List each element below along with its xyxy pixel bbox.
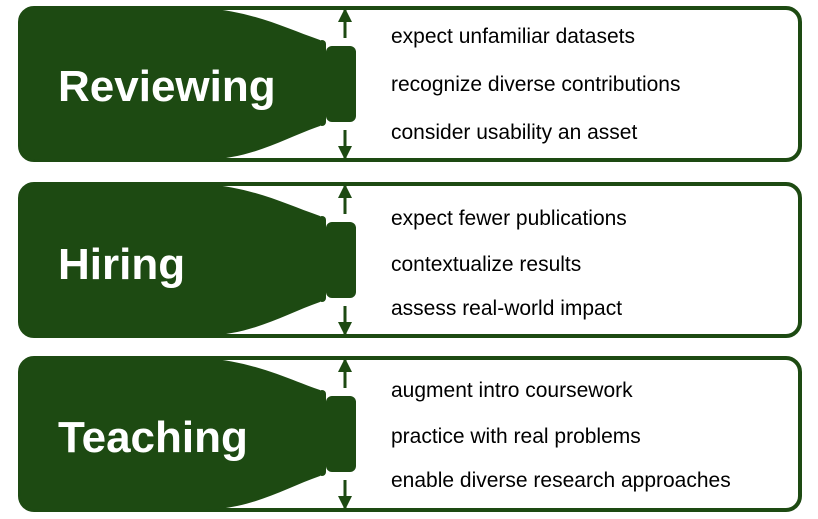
list-item: assess real-world impact — [391, 297, 623, 320]
panel-hiring: Hiring expect fewer publications context… — [0, 180, 818, 340]
list-item: contextualize results — [391, 253, 582, 276]
list-item: practice with real problems — [391, 425, 641, 448]
panel-title: Teaching — [58, 413, 248, 462]
panel-title: Hiring — [58, 240, 186, 289]
bottle-shape — [18, 6, 802, 162]
list-item: expect unfamiliar datasets — [391, 25, 635, 48]
list-item: augment intro coursework — [391, 379, 633, 402]
panel-title: Reviewing — [58, 62, 276, 111]
list-item: enable diverse research approaches — [391, 469, 731, 492]
list-item: recognize diverse contributions — [391, 73, 681, 96]
panel-reviewing: Reviewing expect unfamiliar datasets rec… — [0, 4, 818, 164]
bottle-shape — [18, 356, 802, 512]
list-item: expect fewer publications — [391, 207, 627, 230]
panel-teaching: Teaching augment intro coursework practi… — [0, 354, 818, 514]
list-item: consider usability an asset — [391, 121, 638, 144]
bottle-shape — [18, 182, 802, 338]
